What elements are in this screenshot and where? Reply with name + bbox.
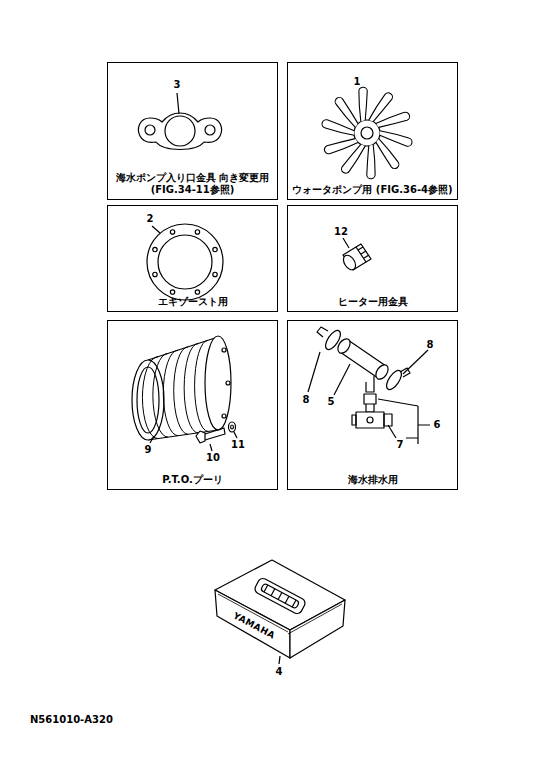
gasket-hole (213, 272, 217, 276)
impeller-vane (359, 87, 367, 121)
heater-fitting-illustration (341, 238, 371, 272)
callout-number: 6 (434, 420, 441, 430)
impeller-vane (322, 120, 354, 136)
callout-number: 4 (276, 667, 283, 677)
callout-number: 11 (231, 440, 245, 450)
impeller-vane (380, 131, 412, 147)
panel-caption: ヒーター用金具 (290, 296, 455, 308)
impeller-illustration (322, 87, 412, 179)
callout-number: 3 (174, 80, 181, 90)
gasket-hole (153, 247, 157, 251)
part-panel: ヒーター用金具 (287, 205, 458, 312)
gasket-hole (153, 272, 157, 276)
pulley-groove (142, 357, 158, 439)
pulley-groove (174, 347, 188, 434)
callout-number: 1 (354, 77, 361, 87)
callout-number: 8 (427, 340, 434, 350)
drain-hose-illustration (308, 327, 430, 444)
impeller-vane (376, 112, 410, 127)
callout-number: 7 (397, 440, 404, 450)
gasket-hole (213, 247, 217, 251)
toolbox-illustration (215, 560, 345, 664)
panel-caption: ウォータポンプ用 (FIG.36-4参照) (290, 184, 455, 196)
panel-caption: エキゾースト用 (110, 296, 275, 308)
exhaust-gasket-illustration (147, 224, 223, 300)
callout-number: 2 (147, 214, 154, 224)
part-panel: エキゾースト用 (107, 205, 278, 312)
callout-number: 9 (145, 445, 152, 455)
brand-mark: YAMAHA (232, 611, 277, 641)
drawing-code: N561010-A320 (30, 715, 113, 725)
callout-number: 10 (206, 453, 220, 463)
panel-caption: 海水排水用 (290, 474, 455, 486)
gasket-hole (170, 290, 174, 294)
impeller-vane (376, 139, 399, 169)
pulley-groove (195, 340, 208, 431)
gasket-hole (195, 230, 199, 234)
impeller-vane (367, 144, 375, 178)
gasket-illustration (138, 93, 221, 150)
callout-number: 5 (328, 397, 335, 407)
panel-caption: 海水ポンプ入り口金具 向き変更用(FIG.34-11参照) (110, 172, 275, 196)
gasket-hole (195, 290, 199, 294)
part-panel: ウォータポンプ用 (FIG.36-4参照) (287, 62, 458, 200)
part-panel: 海水ポンプ入り口金具 向き変更用(FIG.34-11参照) (107, 62, 278, 200)
part-panel: P.T.O.プーリ (107, 320, 278, 490)
impeller-vane (324, 139, 358, 154)
callout-number: 12 (334, 227, 348, 237)
impeller-vane (369, 93, 393, 122)
callout-number: 8 (303, 395, 310, 405)
impeller-vane (335, 97, 358, 127)
impeller-vane (342, 144, 366, 173)
pulley-groove (163, 350, 178, 436)
panel-caption: P.T.O.プーリ (110, 474, 275, 486)
gasket-hole (170, 230, 174, 234)
pulley-groove (153, 353, 168, 437)
pto-pulley-illustration (132, 336, 237, 451)
pulley-groove (184, 344, 198, 433)
